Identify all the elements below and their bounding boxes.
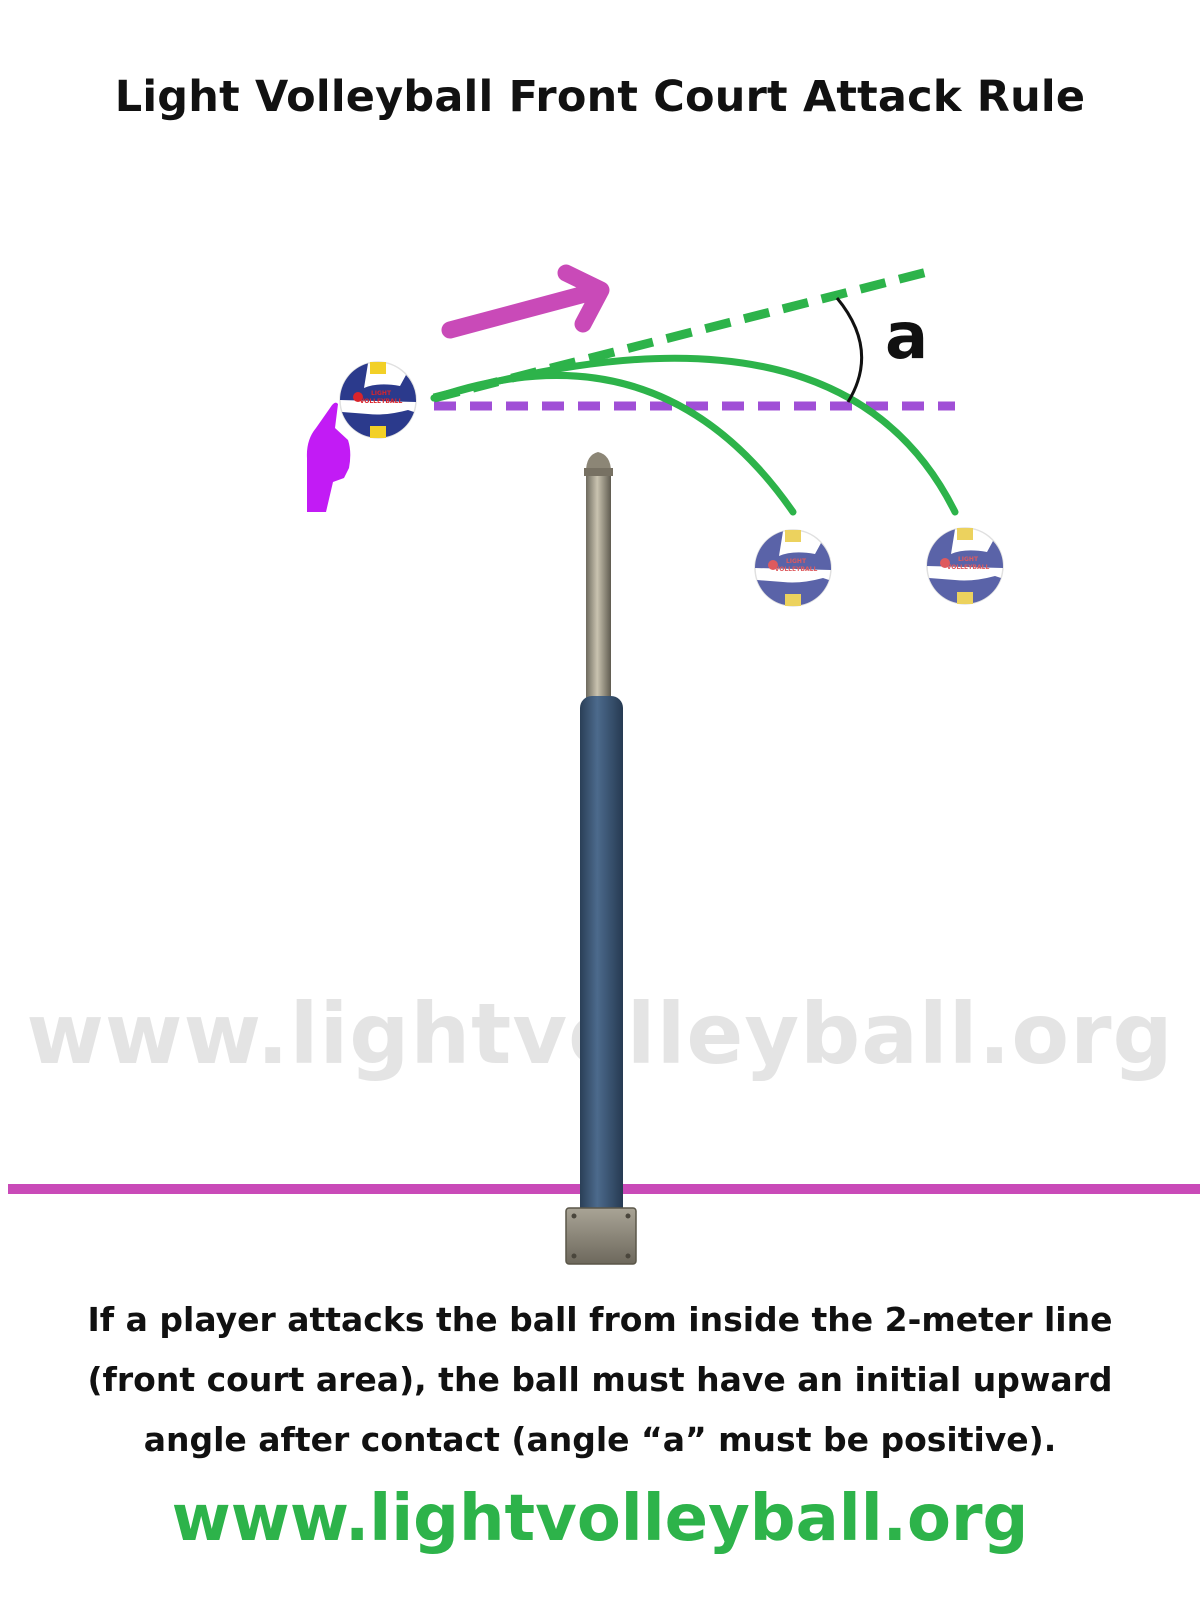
- base-bolt: [625, 1253, 631, 1259]
- base-bolt: [625, 1213, 631, 1219]
- base-bolt: [571, 1253, 577, 1259]
- pole-cap: [586, 452, 611, 472]
- ball-brand-line2: VOLLEYBALL: [775, 566, 818, 573]
- angle-arc: [835, 297, 864, 403]
- short-trajectory: [430, 371, 797, 516]
- ball-brand-line1: LIGHT: [786, 558, 807, 565]
- pole-rod: [586, 470, 611, 710]
- pole-base-plate: [565, 1207, 637, 1265]
- angle-label: a: [885, 300, 928, 374]
- pole-cap-band: [584, 468, 613, 476]
- ball-brand-line2: VOLLEYBALL: [360, 398, 403, 405]
- base-bolt: [571, 1213, 577, 1219]
- direction-arrow-head: [557, 264, 610, 333]
- direction-arrow: [441, 264, 610, 339]
- caption-line: angle after contact (angle “a” must be p…: [143, 1420, 1057, 1459]
- page-title: Light Volleyball Front Court Attack Rule: [114, 72, 1086, 122]
- volleyball-landing-short-icon: LIGHT VOLLEYBALL: [754, 529, 832, 607]
- footer-website-link[interactable]: www.lightvolleyball.org: [171, 1482, 1029, 1556]
- volleyball-landing-long-icon: LIGHT VOLLEYBALL: [926, 527, 1004, 605]
- caption-line: (front court area), the ball must have a…: [87, 1360, 1113, 1399]
- direction-arrow-shaft: [441, 282, 605, 339]
- volleyball-contact-icon: LIGHT VOLLEYBALL: [339, 361, 417, 439]
- ball-brand-line1: LIGHT: [958, 556, 979, 563]
- ball-brand-line1: LIGHT: [371, 390, 392, 397]
- caption-line: If a player attacks the ball from inside…: [87, 1300, 1113, 1339]
- net-pole: [565, 452, 637, 1265]
- rule-caption: If a player attacks the ball from inside…: [30, 1290, 1170, 1470]
- long-trajectory: [430, 354, 959, 516]
- pole-padding: [580, 696, 623, 1222]
- hand-icon: [306, 402, 351, 512]
- ball-brand-line2: VOLLEYBALL: [947, 564, 990, 571]
